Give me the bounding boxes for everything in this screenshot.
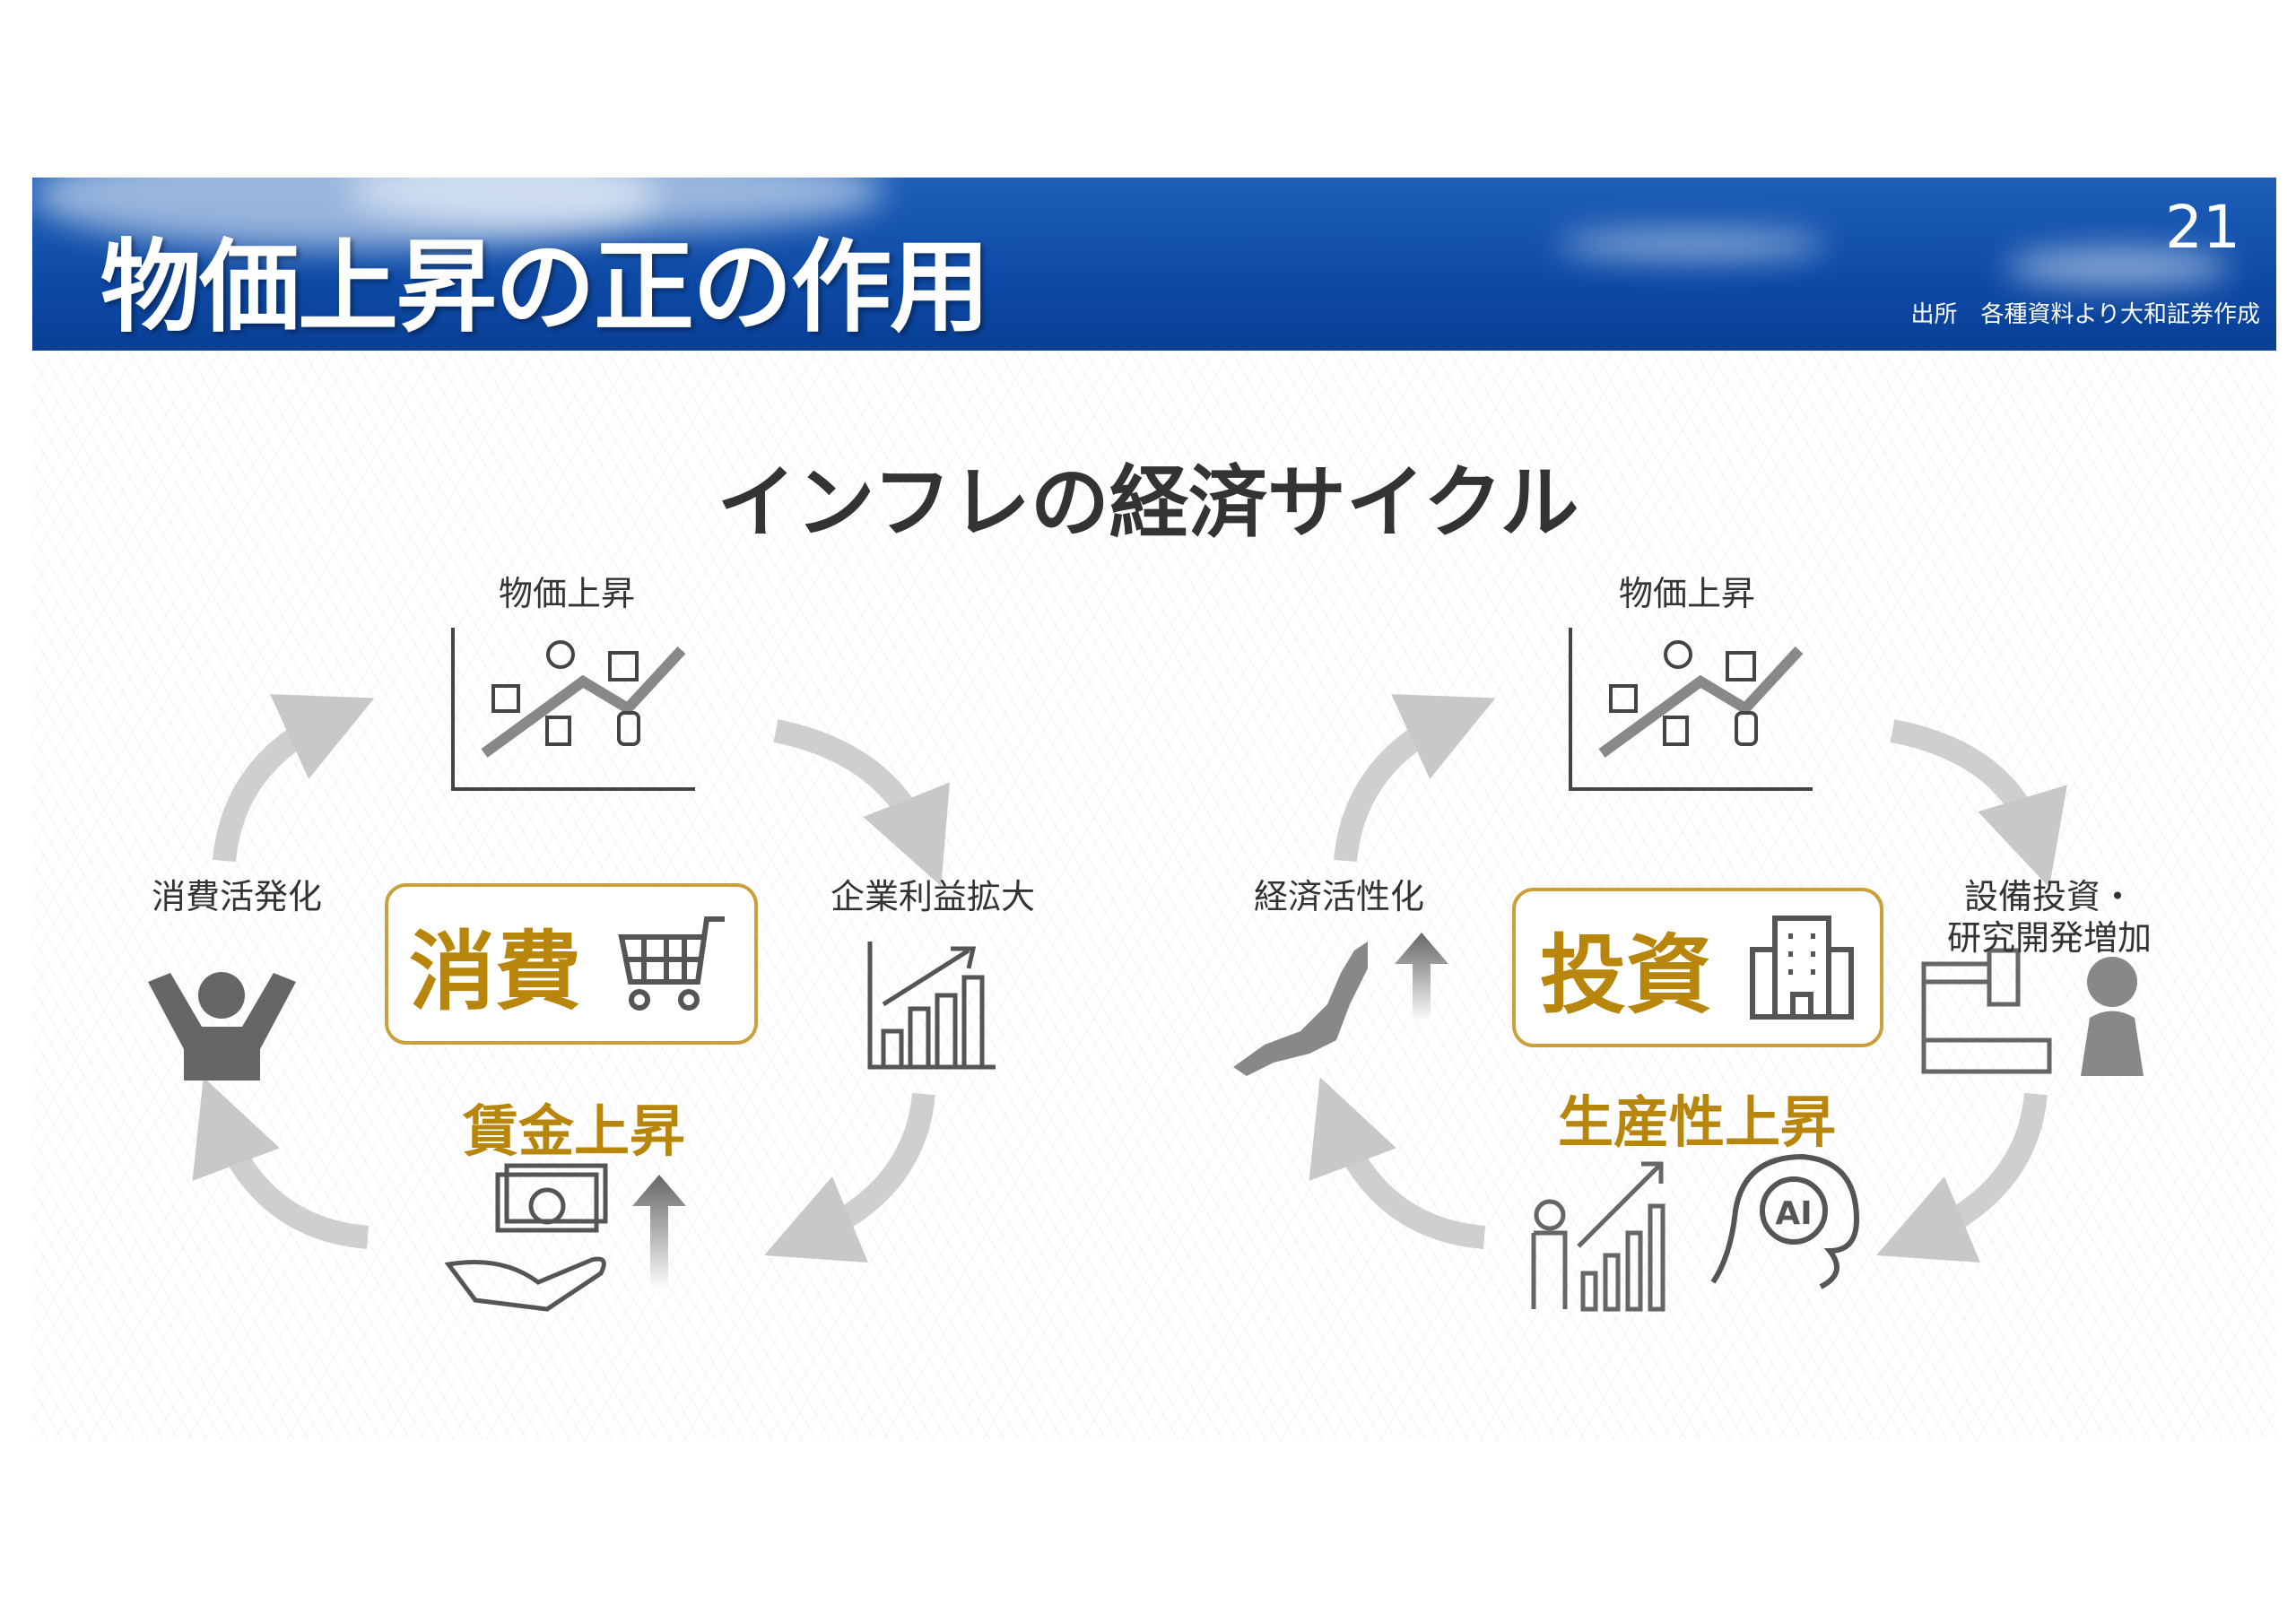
- label-investment-rd: 設備投資・研究開発増加: [1947, 877, 2152, 959]
- ai-head-icon: [1710, 1153, 1860, 1289]
- wage-up-arrow: [632, 1175, 686, 1291]
- arrow-right-bottom-left: [1309, 1077, 1486, 1249]
- label-economy-active: 経済活性化: [1253, 877, 1425, 916]
- arrow-left-bottom-left: [192, 1077, 370, 1249]
- consumption-box-label: 消費: [409, 921, 581, 1022]
- researcher-icon: [2081, 957, 2144, 1076]
- profit-chart-icon: [867, 942, 996, 1070]
- label-productivity-rise: 生産性上昇: [1557, 1089, 1837, 1155]
- investment-box-label: 投資: [1540, 924, 1712, 1026]
- arrow-left-bottom-right: [764, 1092, 935, 1263]
- machine-tool-icon: [1921, 948, 2052, 1074]
- label-investment-line2: 研究開発増加: [1946, 917, 2152, 958]
- economy-up-arrow: [1395, 933, 1448, 1022]
- page-number: 21: [2165, 193, 2240, 262]
- label-price-rise-left: 物価上昇: [498, 574, 636, 613]
- ai-label: AI: [1775, 1195, 1812, 1232]
- investment-box: 投資: [1512, 888, 1883, 1047]
- diagram-title: インフレの経済サイクル: [717, 456, 1579, 549]
- money-hand-icon: [444, 1163, 608, 1312]
- arrow-left-top-left: [213, 694, 375, 863]
- label-price-rise-right: 物価上昇: [1618, 574, 1756, 613]
- arrow-right-bottom-right: [1876, 1092, 2048, 1263]
- arrow-right-top-right: [1890, 719, 2067, 888]
- header-banner: [32, 178, 2276, 351]
- price-chart-icon: [451, 628, 695, 791]
- shopping-cart-icon: [618, 916, 725, 1011]
- page-title: 物価上昇の正の作用: [100, 230, 990, 346]
- arrow-right-top-left: [1334, 694, 1496, 863]
- label-profit-expansion: 企業利益拡大: [830, 877, 1036, 916]
- label-consumption-active: 消費活発化: [151, 877, 323, 916]
- price-chart-icon-right: [1569, 628, 1813, 791]
- arrow-left-top-right: [773, 719, 950, 887]
- source-note: 出所 各種資料より大和証券作成: [1910, 301, 2260, 328]
- japan-map-icon: [1233, 942, 1368, 1076]
- productivity-chart-icon: [1531, 1161, 1665, 1312]
- cheering-person-icon: [148, 972, 296, 1081]
- building-icon: [1750, 916, 1854, 1020]
- label-wage-rise: 賃金上昇: [462, 1098, 686, 1164]
- consumption-box: 消費: [385, 883, 758, 1045]
- label-investment-line1: 設備投資・: [1963, 877, 2135, 916]
